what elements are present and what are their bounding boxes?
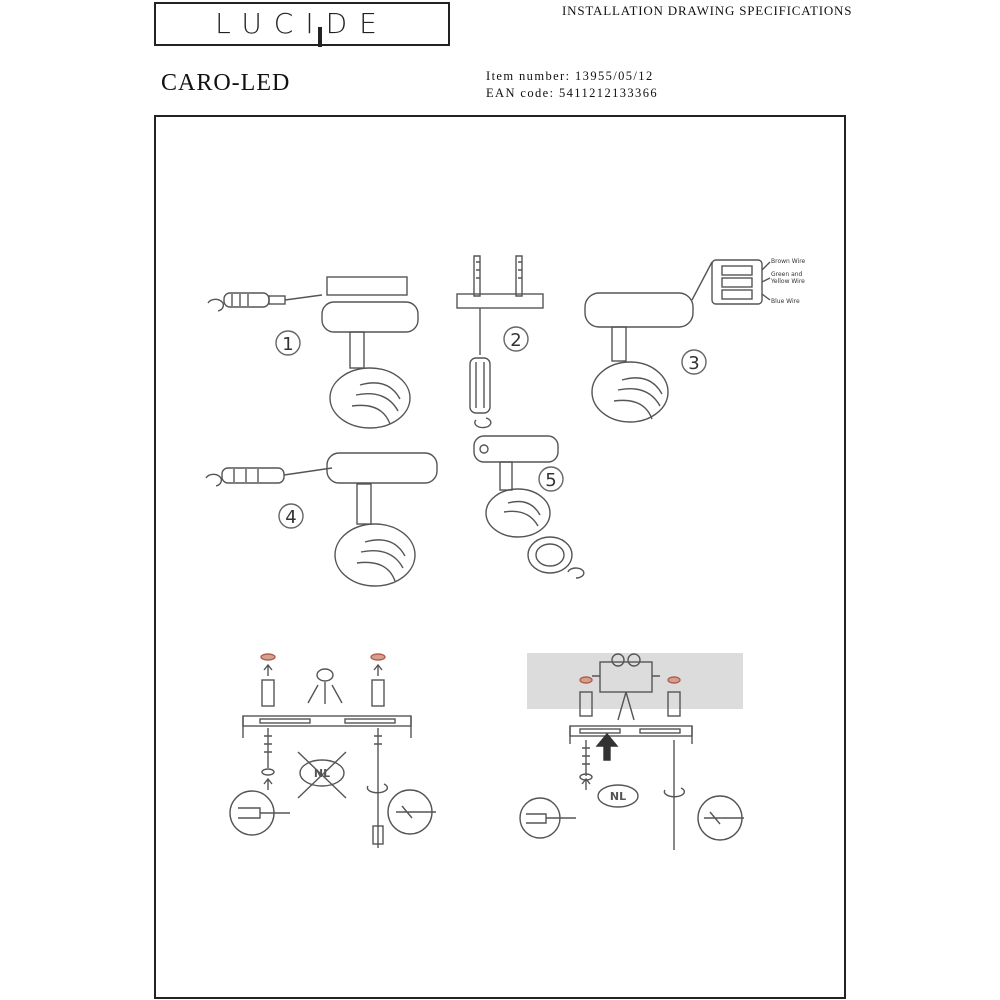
green-yellow-wire-label-1: Green and: [771, 271, 803, 278]
ean-code: EAN code: 5411212133366: [486, 86, 658, 100]
step-4-number: 4: [285, 507, 296, 528]
green-yellow-wire-label-2: Yellow Wire: [770, 278, 805, 285]
product-info: Item number: 13955/05/12 EAN code: 54112…: [486, 68, 658, 102]
step-1-badge: [275, 330, 301, 356]
step-1-number: 1: [282, 334, 293, 355]
brown-wire-label: Brown Wire: [771, 258, 806, 265]
step-4-illustration: [205, 452, 438, 587]
brand-logo: LUCIDE: [154, 2, 450, 46]
step-2-illustration: [456, 255, 544, 429]
nl-label-left: NL: [314, 767, 330, 780]
step-3-illustration: [584, 259, 771, 423]
step-5-number: 5: [545, 470, 556, 491]
logo-accent-bar: [318, 27, 322, 47]
logo-text: LUCIDE: [215, 7, 389, 40]
drawing-frame: [154, 115, 846, 999]
step-3-badge: [681, 349, 707, 375]
item-number: Item number: 13955/05/12: [486, 69, 654, 83]
mounting-diagram-left: [229, 653, 436, 848]
step-2-number: 2: [510, 330, 521, 351]
step-1-illustration: [207, 276, 419, 429]
step-2-badge: [503, 326, 529, 352]
step-5-badge: [538, 466, 564, 492]
step-4-badge: [278, 503, 304, 529]
product-name: CARO-LED: [161, 70, 291, 96]
nl-label-right: NL: [610, 790, 626, 803]
step-5-illustration: [473, 435, 585, 579]
spec-title: INSTALLATION DRAWING SPECIFICATIONS: [562, 3, 853, 18]
blue-wire-label: Blue Wire: [771, 298, 800, 305]
step-3-number: 3: [688, 353, 699, 374]
mounting-diagram-right: [519, 653, 744, 850]
